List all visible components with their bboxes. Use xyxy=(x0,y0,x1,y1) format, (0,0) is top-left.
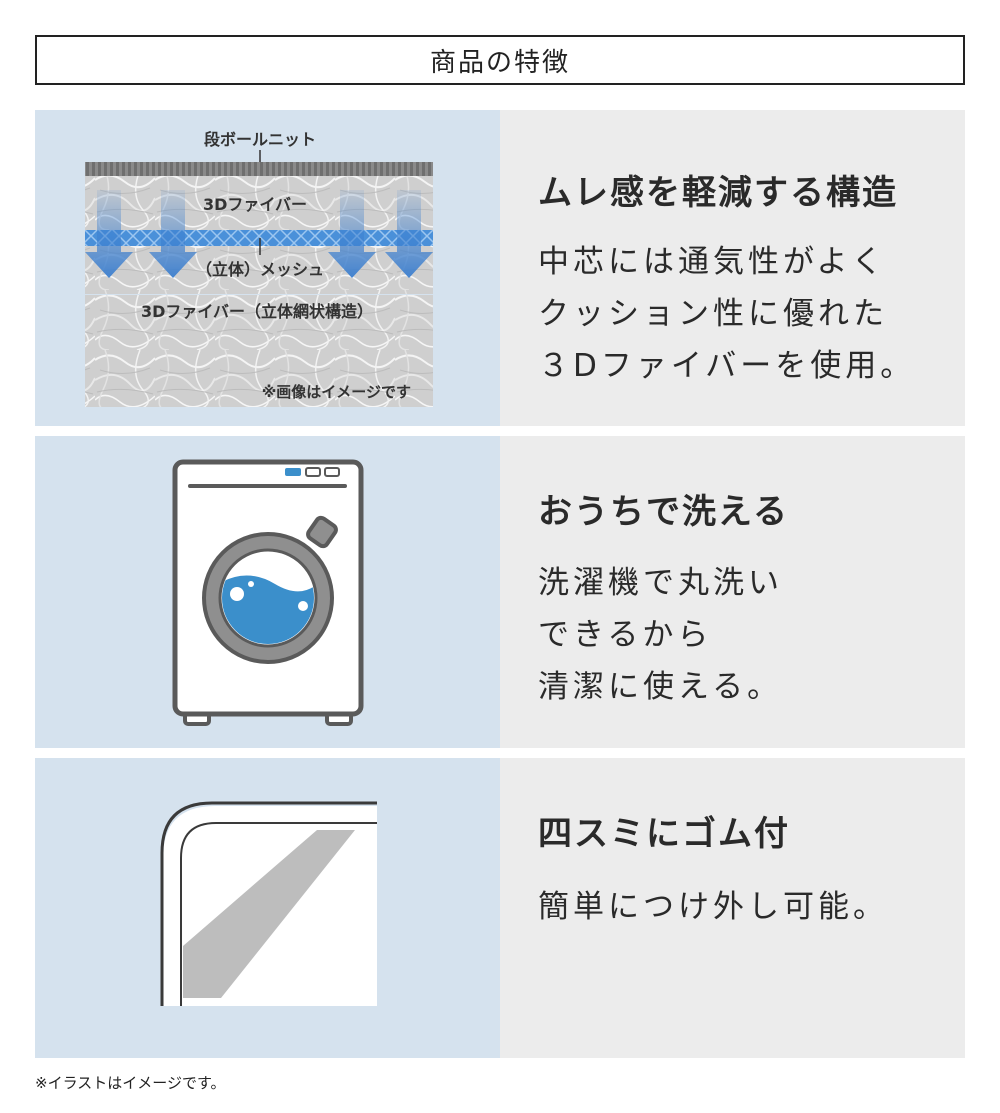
arrow-down-icon xyxy=(385,190,433,278)
label-mesh: （立体）メッシュ xyxy=(196,260,324,279)
image-note: ※画像はイメージです xyxy=(262,383,411,401)
structure-diagram: 段ボールニット 3Dファイバー （立体）メッシュ 3Dファイバー（立体網状構造）… xyxy=(85,130,433,407)
description-line: クッション性に優れた xyxy=(538,296,888,332)
feature-title: 四スミにゴム付 xyxy=(538,814,790,854)
feature-row-washable: おうちで洗える 洗濯機で丸洗い できるから 清潔に使える。 xyxy=(35,436,965,748)
section-title-text: 商品の特徴 xyxy=(429,47,570,78)
washing-machine-icon xyxy=(172,459,364,726)
description-line: 清潔に使える。 xyxy=(538,669,783,705)
feature-text-structure: ムレ感を軽減する構造 中芯には通気性がよく クッション性に優れた ３Dファイバー… xyxy=(500,110,965,426)
label-fiber: 3Dファイバー xyxy=(203,195,307,214)
structure-diagram-panel: 段ボールニット 3Dファイバー （立体）メッシュ 3Dファイバー（立体網状構造）… xyxy=(35,110,500,426)
airflow-arrows xyxy=(85,190,433,278)
description-line: 中芯には通気性がよく xyxy=(538,244,887,280)
description-line: ３Dファイバーを使用。 xyxy=(538,348,916,384)
washing-machine-panel xyxy=(35,436,500,748)
feature-text-washable: おうちで洗える 洗濯機で丸洗い できるから 清潔に使える。 xyxy=(500,436,965,748)
illustration-note: ※イラストはイメージです。 xyxy=(35,1074,226,1092)
mattress-corner-panel xyxy=(35,758,500,1058)
arrow-down-icon xyxy=(328,190,376,278)
feature-description: 簡単につけ外し可能。 xyxy=(538,881,965,933)
fiber-layer-lower xyxy=(85,295,433,407)
description-line: 簡単につけ外し可能。 xyxy=(538,889,888,925)
section-title: 商品の特徴 xyxy=(35,35,965,85)
label-fiber-structure: 3Dファイバー（立体網状構造） xyxy=(141,302,373,321)
knit-layer xyxy=(85,162,433,176)
feature-text-elastic: 四スミにゴム付 簡単につけ外し可能。 xyxy=(500,758,965,1058)
description-line: できるから xyxy=(538,617,713,653)
description-line: 洗濯機で丸洗い xyxy=(538,565,783,601)
feature-row-structure: 段ボールニット 3Dファイバー （立体）メッシュ 3Dファイバー（立体網状構造）… xyxy=(35,110,965,426)
feature-description: 洗濯機で丸洗い できるから 清潔に使える。 xyxy=(538,557,965,713)
feature-title: ムレ感を軽減する構造 xyxy=(538,173,898,213)
label-knit: 段ボールニット xyxy=(204,130,316,149)
arrow-down-icon xyxy=(85,190,133,278)
feature-title: おうちで洗える xyxy=(538,492,789,532)
mesh-layer xyxy=(85,230,433,246)
mattress-corner-icon xyxy=(160,801,377,1006)
arrow-down-icon xyxy=(149,190,197,278)
feature-description: 中芯には通気性がよく クッション性に優れた ３Dファイバーを使用。 xyxy=(538,236,965,392)
feature-row-elastic: 四スミにゴム付 簡単につけ外し可能。 xyxy=(35,758,965,1058)
